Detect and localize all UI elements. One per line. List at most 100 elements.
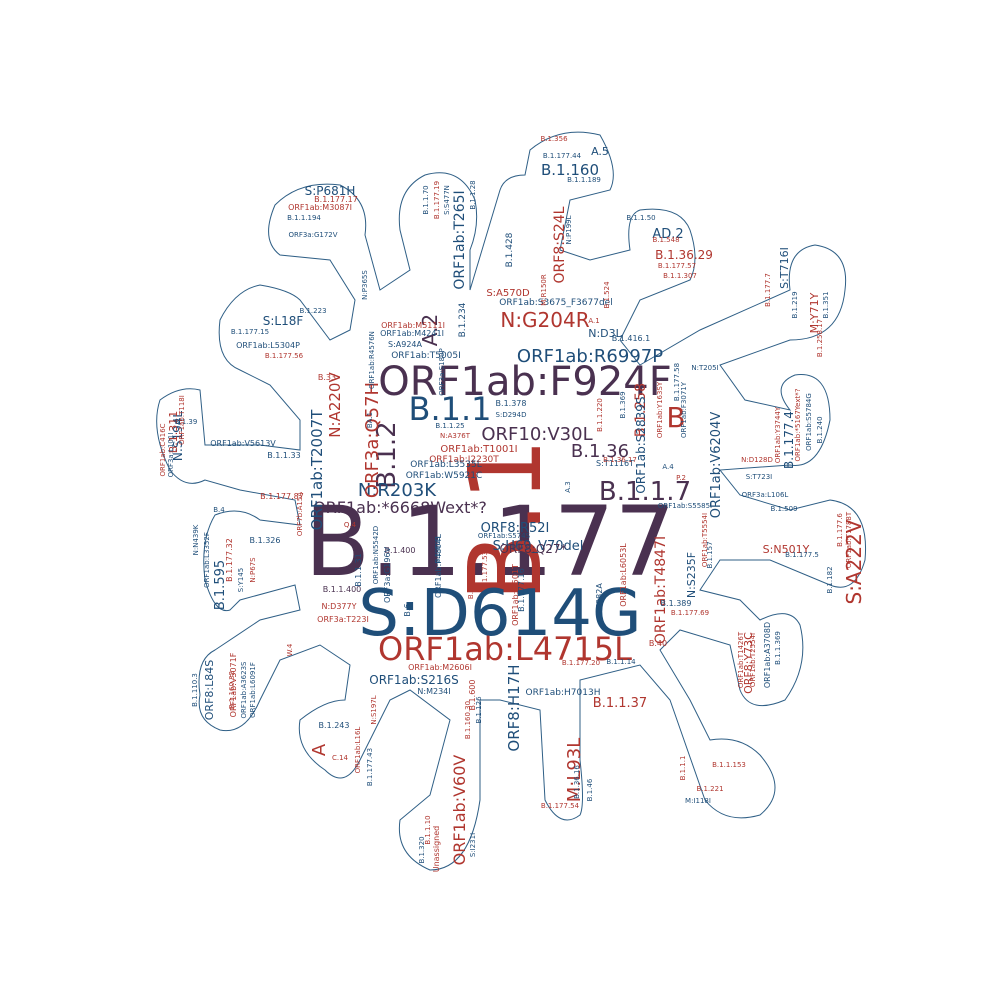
cloud-word-orf1ab-a3708d: ORF1ab:A3708D bbox=[763, 622, 772, 688]
cloud-word-s-s982a: S:S982A bbox=[595, 583, 604, 617]
cloud-word-b-1-177-87: B.1.177.87 bbox=[260, 492, 304, 501]
cloud-word-b-1-524: B.1.524 bbox=[603, 281, 611, 309]
cloud-word-b: B bbox=[666, 401, 685, 434]
cloud-word-q-4: Q.4 bbox=[344, 521, 357, 529]
cloud-word-b-1-2: B.1.2 bbox=[372, 421, 402, 488]
cloud-word-orf1ab-t4847i: ORF1ab:T4847I bbox=[653, 536, 669, 644]
cloud-word-b-1-1-50: B.1.1.50 bbox=[626, 214, 655, 222]
cloud-word-b-4: B.4 bbox=[213, 506, 225, 514]
cloud-word-b-1-177-16: B.1.177.16 bbox=[517, 568, 526, 612]
cloud-word-n-d128d: N:D128D bbox=[741, 456, 773, 464]
cloud-word-n-a376t: N:A376T bbox=[440, 432, 471, 440]
cloud-word-b-1-221: B.1.221 bbox=[696, 785, 723, 793]
cloud-word-b-1-1-369: B.1.1.369 bbox=[774, 631, 782, 665]
cloud-word-b-1-234: B.1.234 bbox=[458, 302, 468, 337]
cloud-word-n-s197l: N:S197L bbox=[370, 695, 378, 724]
cloud-word-orf1ab-v6204v: ORF1ab:V6204V bbox=[709, 412, 724, 519]
cloud-word-orf8-s24l: ORF8:S24L bbox=[552, 206, 568, 283]
cloud-word-m-r150r: M:R150R bbox=[540, 274, 548, 306]
cloud-word-b-1-126: B.1.126 bbox=[475, 696, 483, 724]
cloud-word-orf3a-t223i: ORF3a:T223I bbox=[317, 615, 369, 624]
cloud-word-orf3a-s180p: ORF3a:S180P bbox=[438, 348, 446, 396]
virus-outline bbox=[156, 131, 867, 871]
cloud-word-b-1-177-53: B.1.177.53 bbox=[481, 551, 489, 589]
cloud-word-b-1-600: B.1.600 bbox=[468, 680, 477, 711]
cloud-word-b-1-177-5: B.1.177.5 bbox=[785, 551, 819, 559]
cloud-word-a-1: A.1 bbox=[588, 317, 599, 325]
cloud-word-orf3a-g172v: ORF3a:G172V bbox=[288, 231, 337, 239]
cloud-word-b-1-1-194: B.1.1.194 bbox=[287, 214, 321, 222]
cloud-word-n-d3l: N:D3L bbox=[588, 327, 622, 340]
cloud-word-orf3a-l101i: ORF3a:L101I bbox=[167, 433, 175, 478]
cloud-word-orf8-q27: ORF8:Q27* bbox=[499, 542, 566, 556]
cloud-word-s-d294d: S:D294D bbox=[496, 411, 527, 419]
cloud-word-b-1-1-7: B.1.1.7 bbox=[599, 477, 691, 507]
cloud-word-orf1ab-l3535l: ORF1ab:L3535L bbox=[410, 460, 481, 470]
cloud-word-b-1-177-32: B.1.177.32 bbox=[225, 538, 234, 582]
cloud-word-orf1ab-5167yext: ORF1ab:*5167Yext*? bbox=[794, 388, 802, 461]
cloud-word-s-l18f: S:L18F bbox=[263, 314, 304, 328]
cloud-word-b-1-177-54: B.1.177.54 bbox=[541, 802, 580, 810]
cloud-word-b-1: B.1 bbox=[447, 438, 564, 602]
cloud-word-orf1ab-t265i: ORF1ab:T265I bbox=[452, 190, 468, 289]
cloud-word-unassigned: Unassigned bbox=[432, 826, 441, 873]
cloud-word-orf1ab-s5585i: ORF1ab:S5585I bbox=[658, 502, 712, 510]
cloud-word-b-1-1-153: B.1.1.153 bbox=[712, 761, 746, 769]
cloud-word-n-r203k: N:R203K bbox=[358, 480, 437, 501]
cloud-word-b-1-1-70: B.1.1.70 bbox=[422, 185, 430, 214]
cloud-word-orf1ab-t2007t: ORF1ab:T2007T bbox=[308, 409, 326, 531]
cloud-word-orf1ab-l5304p: ORF1ab:L5304P bbox=[236, 341, 300, 350]
cloud-word-n-s194l: N:S194L bbox=[171, 411, 185, 462]
cloud-word-b-1-1-28: B.1.1.28 bbox=[469, 180, 477, 209]
cloud-word-b-1-160-32: B.1.160.32 bbox=[228, 671, 236, 709]
cloud-word-b-1-1-400: B.1.1.400 bbox=[323, 585, 362, 594]
cloud-word-orf1ab-n5542d: ORF1ab:N5542D bbox=[372, 526, 380, 584]
cloud-word-orf3a-g196v: ORF3a:G196V bbox=[383, 546, 392, 603]
cloud-word-w-4: W.4 bbox=[286, 643, 294, 656]
cloud-word-orf1ab-t5554i: ORF1ab:T5554I bbox=[701, 513, 709, 567]
cloud-word-b-1-258: B.1.258 bbox=[633, 383, 649, 437]
cloud-word-b-1-1-25: B.1.1.25 bbox=[435, 422, 464, 430]
cloud-word-orf1ab-y3744y: ORF1ab:Y3744Y bbox=[774, 406, 782, 463]
cloud-word-m-y71y: M:Y71Y bbox=[808, 292, 821, 333]
cloud-word-b-1-177-57: B.1.177.57 bbox=[658, 262, 696, 270]
cloud-word-orf1ab-c416c: ORF1ab:C416C bbox=[159, 423, 167, 476]
cloud-word-b-1-39: B.1.39 bbox=[175, 418, 198, 426]
cloud-word-a-5: A.5 bbox=[591, 145, 609, 158]
cloud-word-b-1-243: B.1.243 bbox=[319, 721, 350, 730]
cloud-word-b-1-177-7: B.1.177.7 bbox=[764, 273, 772, 307]
cloud-word-orf7b-a15a: ORF7b:A15A bbox=[296, 492, 304, 536]
cloud-word-b-6: B.6 bbox=[403, 603, 412, 616]
cloud-word-b-1-110-3: B.1.110.3 bbox=[191, 673, 199, 707]
cloud-word-orf1ab-i2501t: ORF1ab:I2501T bbox=[511, 564, 520, 626]
cloud-word-b-1-258-17: B.1.258.17 bbox=[816, 319, 824, 357]
cloud-word-n-s235f: N:S235F bbox=[685, 552, 698, 598]
cloud-word-orf1ab-i2230t: ORF1ab:I2230T bbox=[429, 455, 499, 465]
cloud-word-b-1-1-1: B.1.1.1 bbox=[679, 756, 687, 781]
cloud-word-s-y145: S:Y145 bbox=[237, 568, 245, 592]
cloud-word-orf3a-l106l: ORF3a:L106L bbox=[742, 491, 789, 499]
cloud-word-orf1ab-s5784g: ORF1ab:S5784G bbox=[805, 393, 813, 451]
cloud-word-b-1-157: B.1.157 bbox=[706, 541, 714, 568]
cloud-word-b-1-311: B.1.311 bbox=[167, 411, 180, 454]
cloud-word-orf1ab-l4715l: ORF1ab:L4715L bbox=[378, 630, 632, 668]
cloud-word-orf8-y73c: ORF8:Y73C bbox=[742, 632, 755, 694]
cloud-word-s-a222v: S:A222V bbox=[842, 519, 866, 604]
cloud-word-b-1-1-31: B.1.1.31 bbox=[354, 553, 363, 586]
cloud-word-s-i231i: S:I231I bbox=[469, 833, 477, 857]
cloud-word-s-d614g: S:D614G bbox=[358, 577, 641, 651]
cloud-word-n-p365s: N:P365S bbox=[361, 270, 369, 300]
cloud-word-orf1ab-h7013h: ORF1ab:H7013H bbox=[526, 688, 601, 698]
cloud-word-s-p681h: S:P681H bbox=[305, 184, 356, 198]
cloud-word-b-1-1-14: B.1.1.14 bbox=[606, 658, 636, 666]
cloud-word-orf1ab-r4576n: ORF1ab:R4576N bbox=[368, 331, 376, 389]
cloud-word-s-s477n: S:S477N bbox=[443, 185, 451, 215]
cloud-word-a-2: A.2 bbox=[418, 314, 442, 346]
cloud-word-b-1-1-33: B.1.1.33 bbox=[267, 451, 300, 460]
cloud-word-b-1-177-15: B.1.177.15 bbox=[231, 328, 269, 336]
cloud-word-b-1-223: B.1.223 bbox=[299, 307, 326, 315]
cloud-word-b-1-177-4: B.1.177.4 bbox=[782, 411, 796, 469]
cloud-word-b-1-1-220: B.1.1.220 bbox=[596, 398, 604, 432]
cloud-word-b-1-46: B.1.46 bbox=[586, 778, 594, 801]
